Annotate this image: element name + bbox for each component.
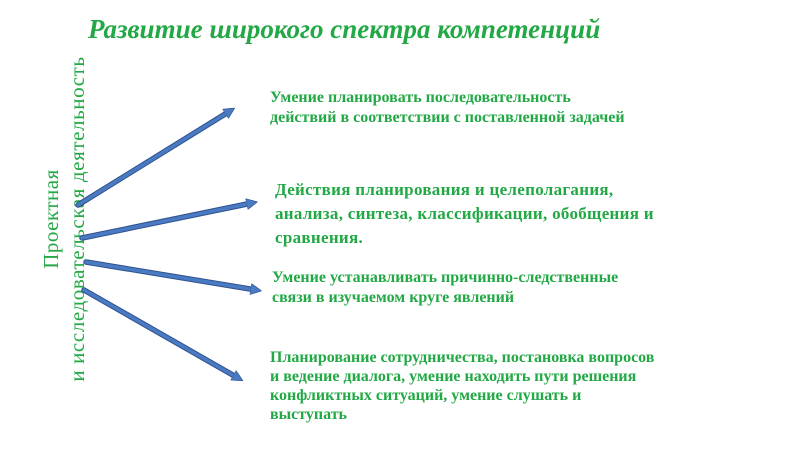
competency-item-3: Умение устанавливать причинно-следственн… (272, 268, 618, 308)
arrow-4 (81, 287, 238, 378)
competency-item-4: Планирование сотрудничества, постановка … (270, 348, 654, 424)
arrow-1 (75, 111, 230, 208)
competency-item-4-line: Планирование сотрудничества, постановка … (270, 349, 655, 366)
competency-item-2-line: сравнения. (275, 228, 364, 247)
slide-title: Развитие широкого спектра компетенций (88, 14, 601, 44)
competency-item-2-line: Действия планирования и целеполагания, (275, 180, 614, 199)
competency-item-1-line: Умение планировать последовательность (270, 89, 571, 106)
competency-item-1-line: действий в соответствии с поставленной з… (270, 109, 625, 126)
arrow-3 (83, 259, 256, 290)
competency-item-1: Умение планировать последовательность де… (270, 88, 625, 128)
competency-item-2: Действия планирования и целеполагания, а… (275, 178, 654, 250)
competency-item-2-line: анализа, синтеза, классификации, обобщен… (275, 204, 654, 223)
competency-item-3-line: связи в изучаемом круге явлений (272, 289, 515, 306)
competency-item-4-line: выступать (270, 406, 348, 423)
competency-item-4-line: конфликтных ситуаций, умение слушать и (270, 387, 582, 404)
competency-item-4-line: и ведение диалога, умение находить пути … (270, 368, 637, 385)
competency-item-3-line: Умение устанавливать причинно-следственн… (272, 269, 619, 286)
arrow-2 (79, 203, 252, 241)
